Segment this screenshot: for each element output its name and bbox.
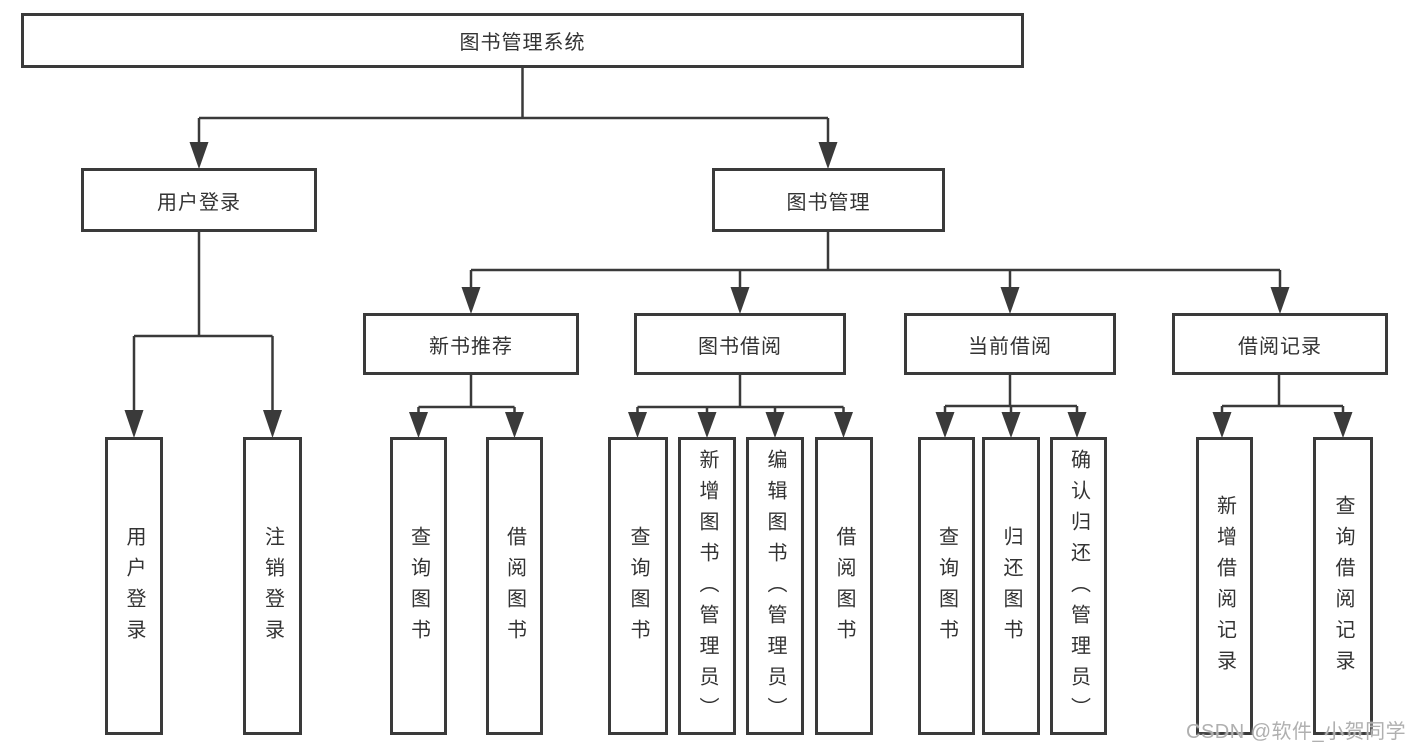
arrowheads xyxy=(124,142,1353,438)
node-user-login: 用户登录 xyxy=(81,168,317,232)
node-book-borrow: 图书借阅 xyxy=(634,313,846,375)
node-leaf-logout: 注销登录 xyxy=(243,437,302,735)
node-leaf-user-login: 用户登录 xyxy=(105,437,163,735)
connector-arrow-stems xyxy=(132,118,1345,414)
connector-current-borrow-branch xyxy=(945,375,1077,408)
node-leaf-add-borrow-record: 新增借阅记录 xyxy=(1196,437,1253,735)
node-leaf-borrow-books-recommend: 借阅图书 xyxy=(486,437,543,735)
csdn-watermark: CSDN @软件_小贺同学 xyxy=(1186,721,1405,743)
connector-borrow-records-branch xyxy=(1222,375,1343,408)
connector-user-login-branch xyxy=(134,232,273,338)
node-library-management-system: 图书管理系统 xyxy=(21,13,1024,68)
node-leaf-edit-book-admin: 编辑图书（管理员） xyxy=(746,437,804,735)
node-borrow-records: 借阅记录 xyxy=(1172,313,1388,375)
node-leaf-query-books-recommend: 查询图书 xyxy=(390,437,447,735)
node-leaf-query-books-borrow: 查询图书 xyxy=(608,437,668,735)
node-leaf-borrow-books: 借阅图书 xyxy=(815,437,873,735)
node-new-book-recommend: 新书推荐 xyxy=(363,313,579,375)
connector-root xyxy=(199,68,828,120)
node-leaf-query-borrow-record: 查询借阅记录 xyxy=(1313,437,1373,735)
node-leaf-add-book-admin: 新增图书（管理员） xyxy=(678,437,736,735)
node-leaf-return-book: 归还图书 xyxy=(982,437,1040,735)
connector-new-book-recommend-branch xyxy=(418,375,515,409)
node-leaf-confirm-return-admin: 确认归还（管理员） xyxy=(1050,437,1107,735)
connector-book-management-branch xyxy=(471,232,1280,272)
node-current-borrow: 当前借阅 xyxy=(904,313,1116,375)
node-leaf-query-books-current: 查询图书 xyxy=(918,437,975,735)
connector-book-borrow-branch xyxy=(637,375,844,409)
node-book-management: 图书管理 xyxy=(712,168,945,232)
